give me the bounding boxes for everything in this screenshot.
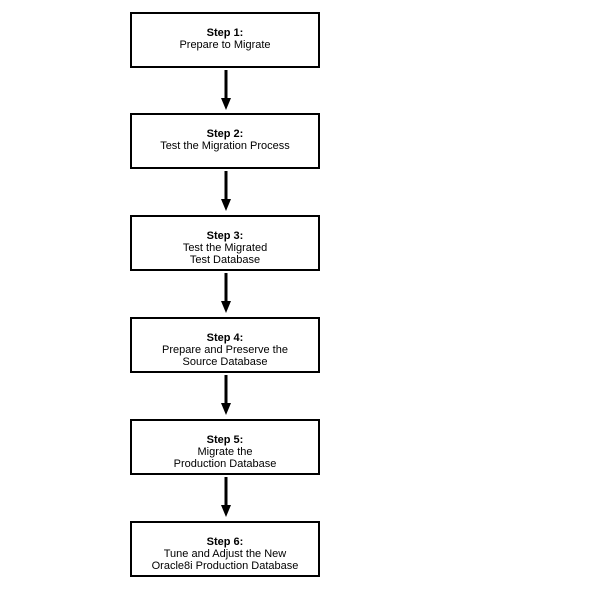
step-5-line-1: Migrate the: [197, 446, 253, 458]
step-3-box: Step 3: Test the Migrated Test Database: [130, 215, 320, 271]
arrow-1-to-2: [221, 70, 231, 110]
step-1-box: Step 1: Prepare to Migrate: [130, 12, 320, 68]
step-3-line-2: Test Database: [189, 254, 261, 266]
step-5-box: Step 5: Migrate the Production Database: [130, 419, 320, 475]
step-2-line-1: Test the Migration Process: [160, 140, 290, 152]
arrow-2-to-3: [221, 171, 231, 211]
step-1-line-1: Prepare to Migrate: [179, 39, 271, 51]
step-4-title: Step 4:: [206, 332, 244, 344]
step-6-title: Step 6:: [206, 536, 244, 548]
step-1-title: Step 1:: [206, 27, 244, 39]
step-6-box: Step 6: Tune and Adjust the New Oracle8i…: [130, 521, 320, 577]
step-6-line-2: Oracle8i Production Database: [151, 560, 299, 572]
step-4-line-1: Prepare and Preserve the: [162, 344, 288, 356]
step-5-line-2: Production Database: [173, 458, 277, 470]
arrow-4-to-5: [221, 375, 231, 415]
step-5-title: Step 5:: [206, 434, 244, 446]
step-6-line-1: Tune and Adjust the New: [163, 548, 287, 560]
step-4-line-2: Source Database: [182, 356, 268, 368]
step-3-title: Step 3:: [206, 230, 244, 242]
step-2-title: Step 2:: [206, 128, 244, 140]
arrow-3-to-4: [221, 273, 231, 313]
arrow-5-to-6: [221, 477, 231, 517]
step-2-box: Step 2: Test the Migration Process: [130, 113, 320, 169]
step-4-box: Step 4: Prepare and Preserve the Source …: [130, 317, 320, 373]
step-3-line-1: Test the Migrated: [182, 242, 268, 254]
